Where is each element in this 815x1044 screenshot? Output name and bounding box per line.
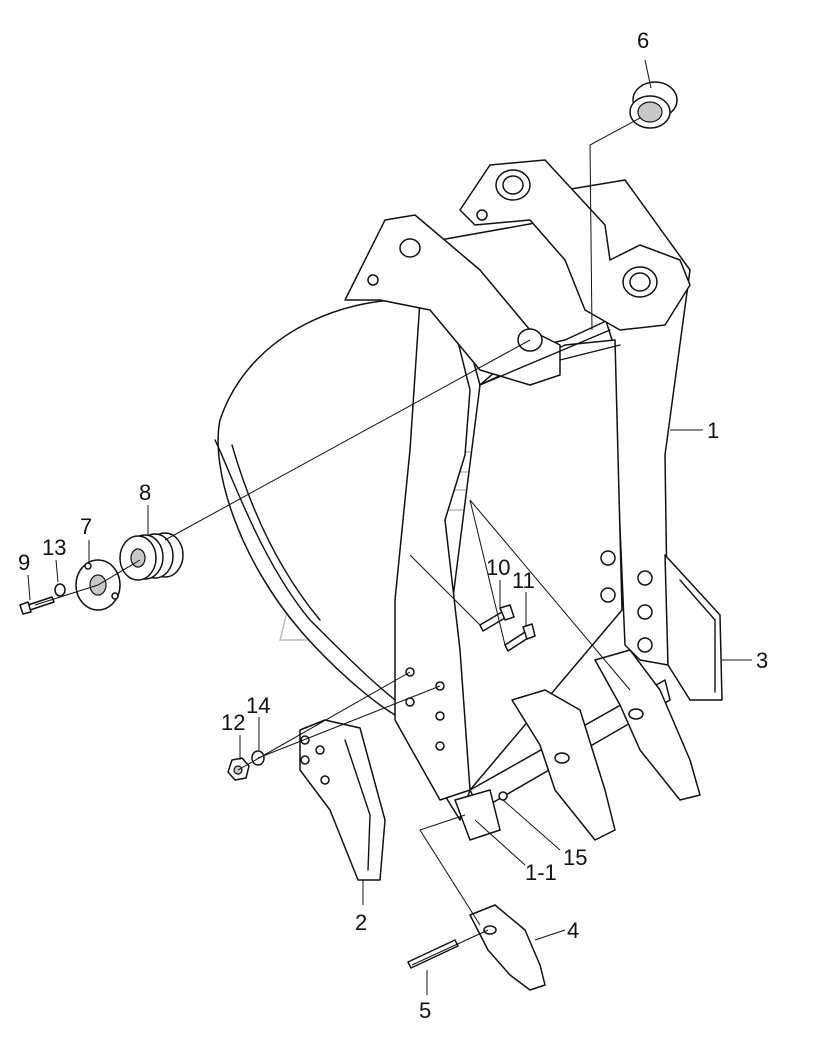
callout-2: 2 [355,910,367,935]
callout-11: 11 [512,568,535,593]
callout-3: 3 [756,648,768,673]
fitting-15 [498,791,508,801]
callout-14: 14 [246,693,270,718]
washer-13 [54,583,66,597]
callout-4: 4 [567,918,579,943]
callout-5: 5 [419,998,431,1023]
callout-8: 8 [139,480,151,505]
bucket-body [214,159,691,821]
callout-10: 10 [486,555,510,580]
leader-lines [27,59,752,995]
callout-6: 6 [637,28,649,53]
right-side-cutter [664,554,723,701]
callout-labels: 6 1 3 8 7 13 9 10 11 12 14 15 1-1 2 4 5 [18,28,768,1023]
bushing-6 [629,81,678,129]
callout-12: 12 [221,710,245,735]
bolts-10-11 [479,604,536,652]
callout-9: 9 [18,550,30,575]
left-side-cutter [299,719,386,881]
shim-pack-8 [119,532,184,581]
nut-12 [227,757,250,781]
callout-15: 15 [563,845,587,870]
callout-1-1: 1-1 [525,860,557,885]
callout-13: 13 [42,535,66,560]
assembly-lines [34,117,641,966]
bucket-teeth [454,649,701,841]
loose-tooth [469,904,546,991]
callout-7: 7 [80,514,92,539]
callout-1: 1 [707,418,719,443]
bolt-9 [19,596,55,615]
